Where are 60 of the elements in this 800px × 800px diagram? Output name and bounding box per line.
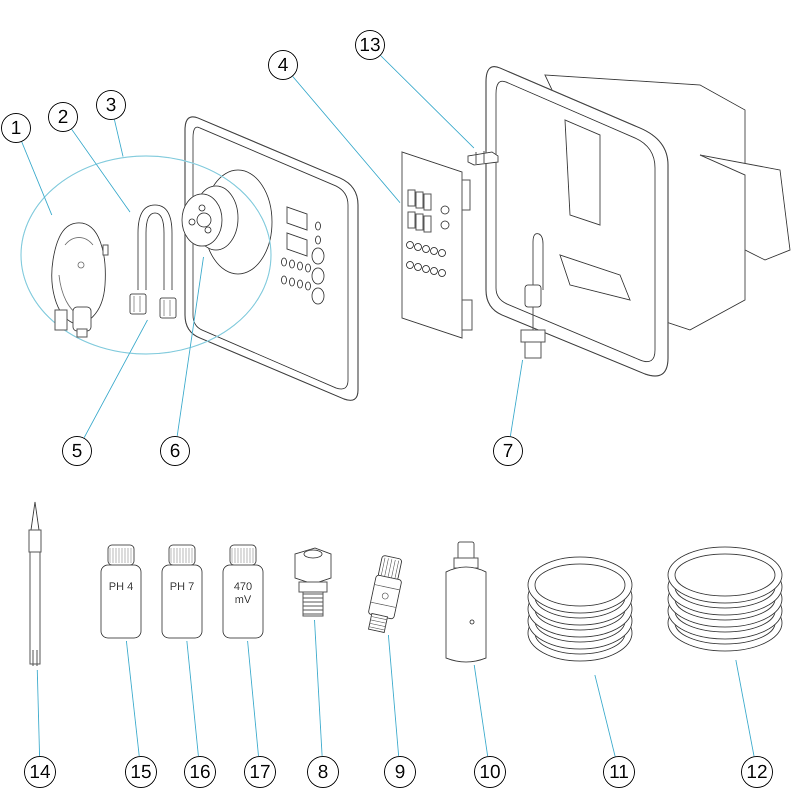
leader-line bbox=[36, 670, 40, 756]
callout-text: 1 bbox=[10, 118, 22, 138]
callout-number bbox=[160, 436, 190, 466]
leader-line bbox=[314, 620, 323, 757]
callout-text: 17 bbox=[249, 762, 271, 782]
bottle-label: 470 mV bbox=[232, 581, 254, 606]
bottle-drawing bbox=[161, 545, 203, 640]
callout-number bbox=[1, 113, 31, 143]
callout-text: 4 bbox=[278, 56, 288, 74]
clip-drawing bbox=[466, 148, 500, 166]
callout-text: 16 bbox=[189, 762, 211, 782]
callout-text: 12 bbox=[746, 762, 768, 782]
leader-line bbox=[114, 119, 124, 158]
callout-number bbox=[24, 756, 56, 788]
leader-line bbox=[510, 360, 524, 437]
callout-number bbox=[184, 756, 216, 788]
callout-number bbox=[384, 756, 416, 788]
callout-number bbox=[268, 50, 298, 80]
callout-number bbox=[244, 756, 276, 788]
bottle-drawing bbox=[100, 545, 142, 640]
callout-text: 15 bbox=[130, 762, 152, 782]
callout-number bbox=[741, 756, 773, 788]
leader-line bbox=[594, 674, 616, 757]
callout-text: 8 bbox=[318, 762, 328, 782]
callout-number bbox=[48, 102, 78, 132]
circuit-board-drawing bbox=[400, 150, 472, 340]
callout-text: 7 bbox=[502, 442, 514, 460]
callout-text: 10 bbox=[479, 762, 501, 782]
leader-line bbox=[292, 76, 400, 204]
callout-text: 13 bbox=[359, 36, 381, 54]
callout-number bbox=[355, 30, 385, 60]
callout-number bbox=[62, 436, 92, 466]
callout-text: 6 bbox=[170, 442, 180, 460]
callout-text: 9 bbox=[394, 762, 406, 782]
leader-line bbox=[735, 660, 755, 757]
leader-line bbox=[126, 640, 140, 757]
leader-line bbox=[176, 256, 204, 437]
leader-line bbox=[21, 141, 52, 216]
leader-line bbox=[388, 634, 400, 757]
bottle-label: PH 4 bbox=[108, 581, 134, 594]
callout-text: 11 bbox=[609, 762, 629, 782]
callout-number bbox=[307, 756, 339, 788]
callout-number bbox=[474, 756, 506, 788]
bottle-drawing bbox=[222, 545, 264, 640]
leader-line bbox=[380, 55, 474, 148]
callout-number bbox=[96, 90, 126, 120]
bottle-label: PH 7 bbox=[168, 581, 196, 594]
leader-line bbox=[71, 128, 130, 213]
callout-number bbox=[125, 756, 157, 788]
callout-text: 2 bbox=[58, 108, 68, 126]
leader-line bbox=[84, 320, 148, 438]
leader-line bbox=[247, 640, 259, 757]
leader-line bbox=[186, 640, 199, 757]
callout-number bbox=[603, 756, 635, 788]
leader-line bbox=[474, 664, 488, 757]
callout-text: 5 bbox=[72, 442, 82, 460]
assembly-outline bbox=[20, 155, 272, 355]
callout-text: 14 bbox=[29, 762, 51, 782]
callout-number bbox=[493, 436, 523, 466]
callout-text: 3 bbox=[106, 96, 116, 114]
